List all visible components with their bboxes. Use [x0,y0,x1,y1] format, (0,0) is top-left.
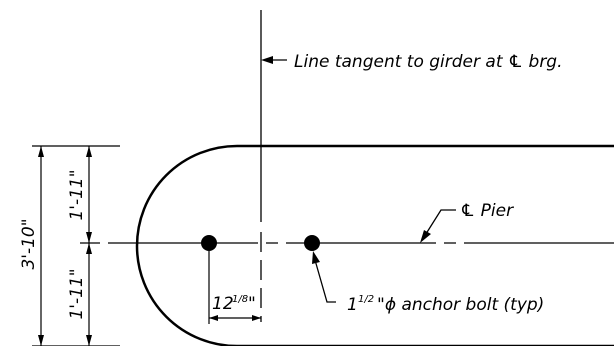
anchor-bolt-right [304,235,320,251]
lower-half-dimension: 1'-11" [67,268,87,319]
bolt-leader-line [314,259,336,303]
bolt-offset-fraction: 1/8 [232,294,248,305]
tangent-leader-arrowhead [261,56,273,64]
bolt-offset-dimension: 12 1/8 " [212,294,256,314]
bolt-offset-arrow-right [252,315,261,321]
tangent-line-callout: Line tangent to girder at ℄ brg. [294,52,563,72]
anchor-bolt-callout-text: "ϕ anchor bolt (typ) [377,295,544,315]
anchor-bolt-callout-fraction: 1/2 [358,294,374,305]
overall-arrow-bottom [38,335,44,346]
pier-leader-line [423,209,456,238]
upper-half-arrow-bottom [86,232,92,243]
lower-half-arrow-top [86,243,92,254]
anchor-bolt-callout-whole: 1 [347,295,358,315]
upper-half-dimension: 1'-11" [67,169,87,220]
lower-half-arrow-bottom [86,335,92,346]
pier-cap-outline [135,144,614,346]
pier-leader-arrowhead [420,230,431,243]
bolt-offset-whole: 12 [212,294,234,314]
anchor-bolt-callout: 1 1/2 "ϕ anchor bolt (typ) [347,294,544,315]
overall-width-dimension: 3'-10" [19,218,39,269]
pier-centerline-callout: ℄ Pier [460,201,514,221]
bolt-offset-arrow-left [209,315,218,321]
upper-half-arrow-top [86,146,92,157]
bolt-leader-arrowhead [312,251,320,264]
overall-arrow-top [38,146,44,157]
bolt-offset-unit: " [248,294,256,314]
anchor-bolt-left [201,235,217,251]
